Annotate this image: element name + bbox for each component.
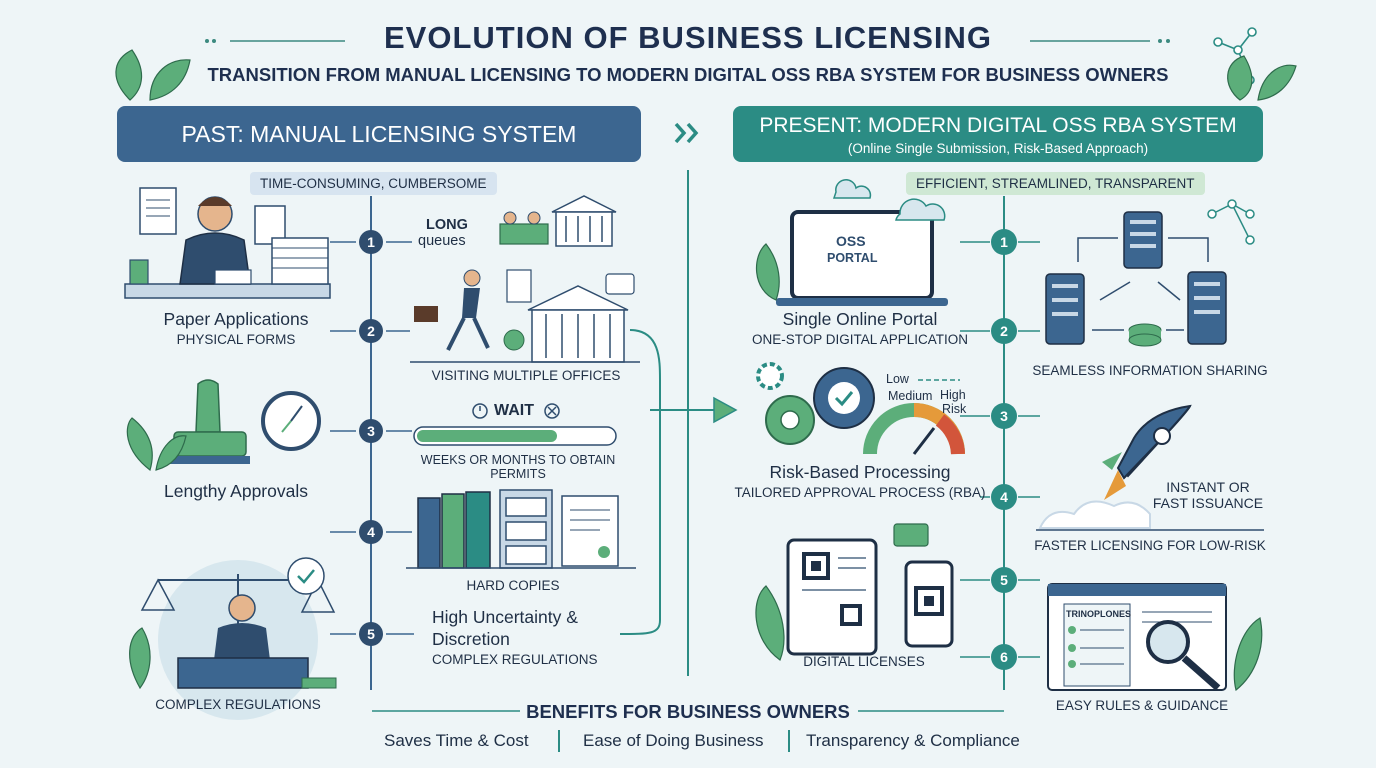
- present-tag: EFFICIENT, STREAMLINED, TRANSPARENT: [906, 172, 1205, 195]
- risk-high-label-2: Risk: [942, 402, 967, 416]
- past-header-label: PAST: MANUAL LICENSING SYSTEM: [181, 120, 577, 147]
- clock-icon: [470, 402, 490, 420]
- risk-low-label: Low: [886, 372, 909, 386]
- long-queues-label-2: queues: [418, 233, 466, 249]
- page-title: EVOLUTION OF BUSINESS LICENSING: [384, 20, 992, 55]
- present-step-6: 6: [991, 644, 1017, 670]
- benefit-item: Saves Time & Cost: [384, 731, 529, 750]
- uncertainty-title-1: High Uncertainty &: [432, 607, 578, 627]
- faster-licensing-label: FASTER LICENSING FOR LOW-RISK: [1034, 538, 1266, 553]
- portal-screen-text-2: PORTAL: [827, 251, 878, 265]
- present-step-1: 1: [991, 229, 1017, 255]
- present-header-sublabel: (Online Single Submission, Risk-Based Ap…: [847, 141, 1149, 156]
- visiting-offices-label: VISITING MULTIPLE OFFICES: [431, 368, 621, 383]
- risk-high-label-1: High: [940, 388, 966, 402]
- past-step-2: 2: [359, 319, 383, 343]
- long-queues-label-1: LONG: [426, 217, 468, 233]
- complex-regulations-label: COMPLEX REGULATIONS: [155, 697, 321, 712]
- risk-medium-label: Medium: [888, 389, 933, 403]
- lengthy-approvals-title: Lengthy Approvals: [164, 481, 308, 501]
- paper-applications-sub: PHYSICAL FORMS: [176, 332, 296, 347]
- single-online-portal-sub: ONE-STOP DIGITAL APPLICATION: [751, 332, 969, 347]
- hard-copies-label: HARD COPIES: [466, 578, 560, 593]
- present-step-2: 2: [991, 318, 1017, 344]
- portal-screen-text-1: OSS: [836, 233, 866, 249]
- present-step-4: 4: [991, 484, 1017, 510]
- past-step-4: 4: [359, 520, 383, 544]
- instant-issuance-label-2: FAST ISSUANCE: [1152, 495, 1264, 511]
- present-step-3: 3: [991, 403, 1017, 429]
- paper-applications-title: Paper Applications: [163, 309, 309, 329]
- past-tag: TIME-CONSUMING, CUMBERSOME: [250, 172, 497, 195]
- instant-issuance-label-1: INSTANT OR: [1166, 479, 1250, 495]
- uncertainty-sub: COMPLEX REGULATIONS: [432, 652, 598, 667]
- past-step-5: 5: [359, 622, 383, 646]
- present-header-label: PRESENT: MODERN DIGITAL OSS RBA SYSTEM: [759, 114, 1237, 137]
- risk-processing-title: Risk-Based Processing: [769, 462, 951, 482]
- seamless-sharing-label: SEAMLESS INFORMATION SHARING: [1032, 363, 1268, 378]
- benefits-title: BENEFITS FOR BUSINESS OWNERS: [526, 701, 850, 722]
- weeks-months-label: WEEKS OR MONTHS TO OBTAIN PERMITS: [420, 453, 616, 481]
- benefit-item: Transparency & Compliance: [806, 731, 1020, 750]
- past-step-3: 3: [359, 419, 383, 443]
- cancel-circle-icon: [544, 402, 562, 420]
- risk-processing-sub: TAILORED APPROVAL PROCESS (RBA): [734, 485, 986, 500]
- guidance-screen-text: TRINOPLONES: [1066, 609, 1132, 619]
- past-header: PAST: MANUAL LICENSING SYSTEM: [117, 106, 641, 162]
- present-step-5: 5: [991, 567, 1017, 593]
- page-subtitle: TRANSITION FROM MANUAL LICENSING TO MODE…: [207, 64, 1169, 85]
- present-header: PRESENT: MODERN DIGITAL OSS RBA SYSTEM (…: [733, 106, 1263, 162]
- past-step-1: 1: [359, 230, 383, 254]
- digital-licenses-label: DIGITAL LICENSES: [803, 654, 925, 669]
- easy-rules-label: EASY RULES & GUIDANCE: [1055, 698, 1229, 713]
- benefit-item: Ease of Doing Business: [583, 731, 764, 750]
- wait-label: WAIT: [494, 402, 534, 419]
- uncertainty-title-2: Discretion: [432, 629, 510, 649]
- single-online-portal-title: Single Online Portal: [782, 309, 938, 329]
